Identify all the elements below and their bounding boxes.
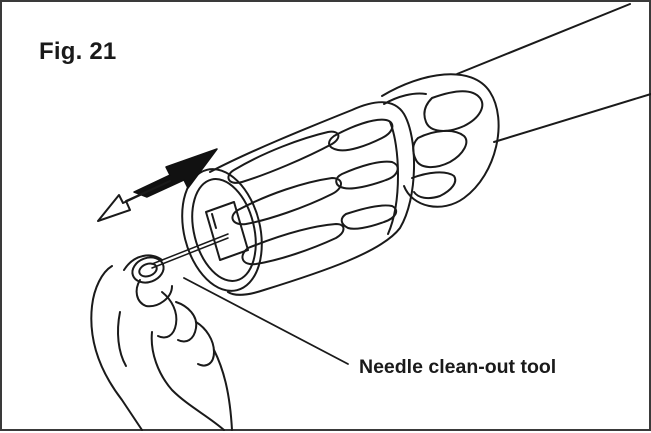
gun-shaft [456, 3, 651, 143]
needle-clean-out-tool [131, 233, 229, 284]
arrow-up-right-black-icon [133, 148, 218, 198]
callout-leader-line [183, 277, 349, 365]
arrow-down-left-white-icon [97, 180, 171, 222]
nozzle-opening [181, 168, 263, 292]
grip-body [209, 101, 415, 296]
figure-label: Fig. 21 [39, 38, 117, 65]
rear-grip [381, 73, 500, 208]
callout-label: Needle clean-out tool [359, 356, 557, 378]
hand [90, 254, 233, 431]
